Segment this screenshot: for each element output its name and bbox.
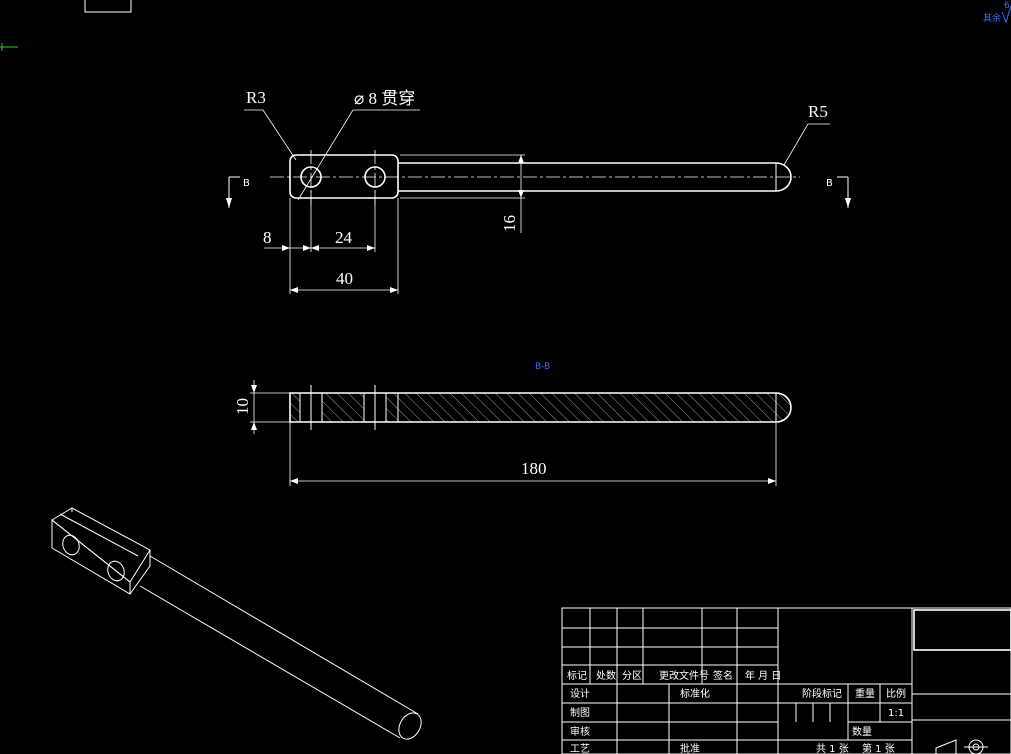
- dim-r5: R5: [808, 102, 828, 121]
- roughness-value: 6: [1004, 1, 1010, 11]
- section-marker-right: B: [826, 176, 851, 208]
- tb-stage: 阶段标记: [802, 687, 842, 700]
- section-label: B-B: [535, 362, 550, 372]
- section-marker-left-label: B: [243, 178, 250, 189]
- projection-symbol: [935, 739, 988, 754]
- tb-review: 审核: [570, 725, 590, 738]
- dim-180-text: 180: [521, 459, 547, 478]
- tb-count: 处数: [596, 669, 616, 682]
- section-view: 10 180: [233, 380, 792, 486]
- dim-180: 180: [289, 422, 777, 486]
- section-marker-right-label: B: [826, 178, 833, 189]
- tb-quantity: 数量: [852, 725, 872, 738]
- dim-40-text: 40: [336, 269, 353, 288]
- roughness-text: 其余: [983, 12, 1001, 24]
- tb-change-doc: 更改文件号: [659, 669, 709, 682]
- tb-scale: 比例: [886, 687, 906, 700]
- tb-design: 设计: [570, 687, 590, 700]
- dim-40: 40: [290, 198, 399, 294]
- dim-8: 8: [263, 228, 272, 247]
- head-outline: [289, 154, 399, 199]
- tb-process: 工艺: [570, 743, 590, 754]
- dim-r3: R3: [246, 88, 266, 107]
- rod-outline: [398, 162, 792, 192]
- section-marker-left: B: [226, 176, 250, 208]
- dim-hole: ⌀ 8 贯穿: [354, 89, 415, 108]
- dim-24: 24: [335, 228, 353, 247]
- tb-weight: 重量: [855, 687, 875, 700]
- title-block: 标记 处数 分区 更改文件号 签名 年 月 日 设计 标准化 阶段标记 重量 比…: [561, 607, 1011, 754]
- top-view: B B R3 ⌀ 8 贯穿 R5: [226, 88, 851, 294]
- tb-zone: 分区: [622, 670, 642, 682]
- section-outline: [289, 392, 792, 423]
- viewport-frame-fragment: [84, 0, 132, 13]
- dim-16-text: 16: [500, 215, 519, 232]
- dim-10-text: 10: [233, 398, 252, 415]
- tb-sign: 签名: [713, 669, 733, 682]
- surface-roughness-note: 其余 6: [983, 1, 1011, 24]
- tb-scale-value: 1:1: [888, 708, 904, 719]
- leader-hole: ⌀ 8 贯穿: [297, 89, 420, 201]
- ucs-marker: [0, 43, 18, 51]
- tb-mark: 标记: [567, 670, 587, 682]
- tb-sheet-no: 第 1 张: [862, 742, 895, 754]
- leader-r3: R3: [244, 88, 297, 161]
- dim-8-24: 8 24: [263, 190, 376, 294]
- dim-16: 16: [400, 154, 525, 233]
- tb-standard: 标准化: [680, 687, 710, 700]
- tb-date: 年 月 日: [745, 669, 781, 682]
- tb-draw: 制图: [570, 706, 590, 719]
- tb-total-sheets: 共 1 张: [816, 743, 849, 754]
- dim-10: 10: [233, 380, 290, 434]
- tb-approve: 批准: [680, 742, 700, 754]
- isometric-view: [51, 507, 422, 740]
- leader-r5: R5: [783, 102, 830, 166]
